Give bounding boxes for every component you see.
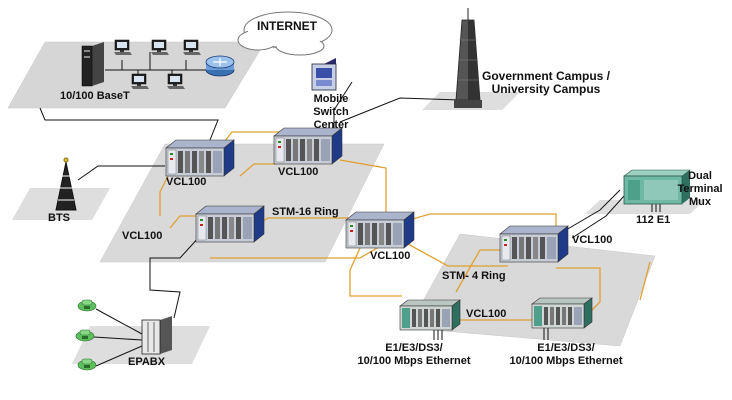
epabx-label: EPABX [128,356,166,368]
vcl100-label: VCL100 [466,308,507,320]
network-links [39,52,661,367]
vcl100-chassis-icon [195,205,265,243]
dtm-label-line: Mux [689,196,711,208]
epabx-icon [141,316,172,355]
vcl100-label: VCL100 [370,250,411,262]
internet-cloud [237,11,333,56]
campus-building-icon [454,8,482,108]
server-icon [81,42,104,87]
msc-label-line: Center [313,119,349,131]
epabx-platform [72,326,210,364]
tributary-label-line: E1/E3/DS3/ [537,342,595,354]
tributary-label: E1/E3/DS3/ 10/100 Mbps Ethernet [340,342,488,368]
router-icon [205,55,235,77]
vcl100-chassis-icon [531,297,593,329]
campus-label-line: University Campus [491,82,601,96]
campus-label-line: Government Campus / [481,69,611,83]
stm16-ring-platform [99,143,385,263]
e1-count-label: 112 E1 [636,214,671,226]
dual-terminal-mux-label: Dual Terminal Mux [672,170,728,209]
tributary-label-line: E1/E3/DS3/ [385,342,443,354]
internet-label: INTERNET [257,19,317,33]
tributary-label-line: 10/100 Mbps Ethernet [509,355,623,367]
vcl100-label: VCL100 [572,234,613,246]
tributary-label: E1/E3/DS3/ 10/100 Mbps Ethernet [492,342,640,368]
stm4-ring-label: STM- 4 Ring [442,270,506,282]
stm16-ring-label: STM-16 Ring [272,206,339,218]
bts-label: BTS [48,212,70,224]
msc-label-line: Mobile [313,93,349,105]
vcl100-label: VCL100 [122,230,163,242]
vcl100-chassis-icon [345,211,415,249]
stm4-ring-links [349,213,651,329]
dual-terminal-mux-icon [623,169,691,205]
dtm-label-line: Terminal [677,183,723,195]
vcl100-label: VCL100 [166,176,207,188]
dtm-label-line: Dual [688,170,712,182]
campus-label: Government Campus / University Campus [478,70,614,96]
vcl100-chassis-icon [499,225,569,263]
mobile-switch-center-icon [311,58,337,91]
stm4-ring-platform [407,233,656,347]
vcl100-chassis-icon [273,127,343,165]
lan-label: 10/100 BaseT [60,90,130,102]
telephone-icon [77,299,97,312]
msc-label-line: Switch [313,106,349,118]
vcl100-chassis-icon [399,299,461,331]
tributary-label-line: 10/100 Mbps Ethernet [357,355,471,367]
bts-tower-icon [55,157,77,211]
msc-label: Mobile Switch Center [300,93,362,132]
vcl100-chassis-icon [165,139,235,177]
vcl100-label: VCL100 [278,166,319,178]
